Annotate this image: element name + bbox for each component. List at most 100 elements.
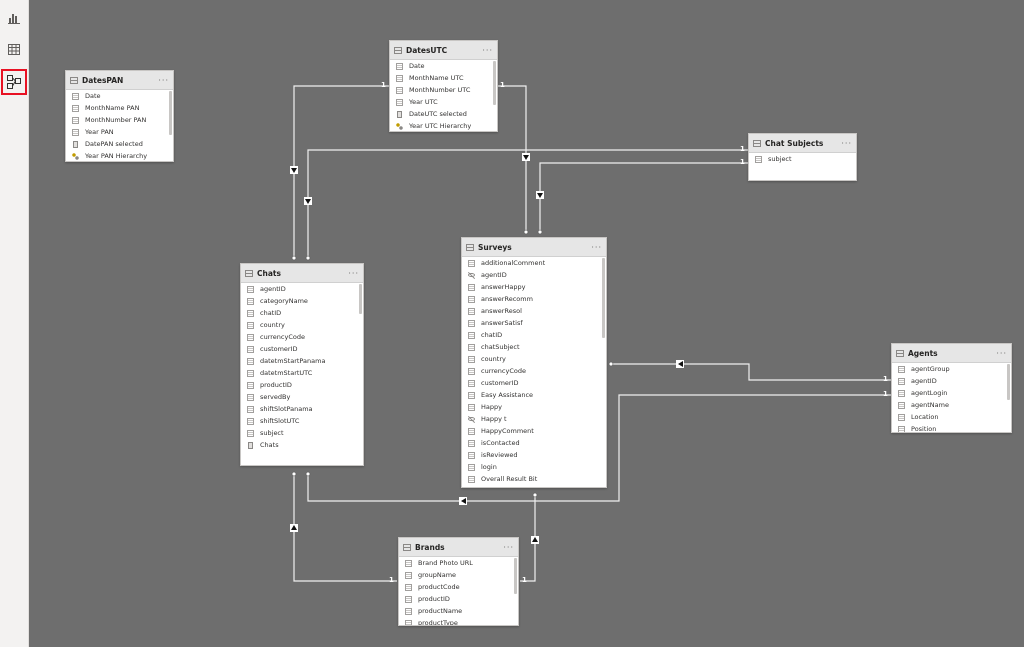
table-header[interactable]: DatesUTC··· — [390, 41, 497, 60]
field-row[interactable]: Year PAN Hierarchy — [66, 150, 173, 161]
field-row[interactable]: DateUTC selected — [390, 108, 497, 120]
field-row[interactable]: HappyComment — [462, 425, 606, 437]
field-row[interactable]: answerResol — [462, 305, 606, 317]
field-row[interactable]: agentID — [892, 375, 1011, 387]
model-view-button[interactable] — [1, 69, 27, 95]
field-row[interactable]: country — [462, 353, 606, 365]
field-row[interactable]: currencyCode — [241, 331, 363, 343]
table-header[interactable]: Agents··· — [892, 344, 1011, 363]
field-row[interactable]: shiftSlotPanama — [241, 403, 363, 415]
field-row[interactable]: customerID — [241, 343, 363, 355]
field-row[interactable]: answerRecomm — [462, 293, 606, 305]
field-row[interactable]: login — [462, 461, 606, 473]
field-row[interactable]: Chats — [241, 439, 363, 451]
field-row[interactable]: Year PAN — [66, 126, 173, 138]
table-header[interactable]: Brands··· — [399, 538, 518, 557]
scrollbar-thumb[interactable] — [493, 61, 496, 105]
field-row[interactable]: country — [241, 319, 363, 331]
table-header[interactable]: Chats··· — [241, 264, 363, 283]
many-end-dot — [291, 471, 297, 477]
field-row[interactable]: Year UTC — [390, 96, 497, 108]
field-row[interactable]: Year UTC Hierarchy — [390, 120, 497, 131]
scrollbar-thumb[interactable] — [359, 284, 362, 314]
field-row[interactable]: additionalComment — [462, 257, 606, 269]
field-row[interactable]: productName — [399, 605, 518, 617]
field-row[interactable]: Easy Assistance — [462, 389, 606, 401]
field-row[interactable]: datetmStartUTC — [241, 367, 363, 379]
field-row[interactable]: Location — [892, 411, 1011, 423]
more-options-button[interactable]: ··· — [158, 75, 169, 85]
column-icon — [468, 367, 475, 375]
field-row[interactable]: Overall Result Bit — [462, 473, 606, 485]
table-icon — [466, 243, 474, 251]
field-row[interactable]: productCode — [399, 581, 518, 593]
field-row[interactable]: Position — [892, 423, 1011, 432]
field-row[interactable]: agentGroup — [892, 363, 1011, 375]
field-row[interactable]: servedBy — [241, 391, 363, 403]
more-options-button[interactable]: ··· — [996, 348, 1007, 358]
field-row[interactable]: datetmStartPanama — [241, 355, 363, 367]
field-row[interactable]: productID — [399, 593, 518, 605]
more-options-button[interactable]: ··· — [841, 138, 852, 148]
field-label: productType — [418, 619, 458, 626]
field-row[interactable]: Happy — [462, 401, 606, 413]
field-label: Date — [409, 62, 425, 70]
report-view-button[interactable] — [4, 8, 24, 28]
field-row[interactable]: Brand Photo URL — [399, 557, 518, 569]
table-header[interactable]: Surveys··· — [462, 238, 606, 257]
scrollbar-thumb[interactable] — [602, 258, 605, 338]
field-row[interactable]: MonthName UTC — [390, 72, 497, 84]
field-row[interactable]: MonthNumber PAN — [66, 114, 173, 126]
field-row[interactable]: MonthName PAN — [66, 102, 173, 114]
more-options-button[interactable]: ··· — [591, 242, 602, 252]
field-row[interactable]: isContacted — [462, 437, 606, 449]
field-row[interactable]: groupName — [399, 569, 518, 581]
field-row[interactable]: agentName — [892, 399, 1011, 411]
column-icon — [468, 379, 475, 387]
field-row[interactable]: agentID — [241, 283, 363, 295]
table-header[interactable]: DatesPAN··· — [66, 71, 173, 90]
data-view-button[interactable] — [4, 39, 24, 59]
field-label: MonthName UTC — [409, 74, 464, 82]
field-row[interactable]: chatSubject — [462, 341, 606, 353]
field-row[interactable]: answerSatisf — [462, 317, 606, 329]
field-row[interactable]: productType — [399, 617, 518, 626]
field-row[interactable]: chatID — [241, 307, 363, 319]
field-row[interactable]: categoryName — [241, 295, 363, 307]
table-header[interactable]: Chat Subjects··· — [749, 134, 856, 153]
field-row[interactable]: isReviewed — [462, 449, 606, 461]
field-label: Year PAN — [85, 128, 114, 136]
field-row[interactable]: agentID — [462, 269, 606, 281]
field-row[interactable]: DatePAN selected — [66, 138, 173, 150]
field-row[interactable]: subject — [241, 427, 363, 439]
scrollbar-thumb[interactable] — [514, 558, 517, 594]
field-row[interactable]: Date — [66, 90, 173, 102]
field-row[interactable]: customerID — [462, 377, 606, 389]
scrollbar-thumb[interactable] — [169, 91, 172, 135]
field-row[interactable]: MonthNumber UTC — [390, 84, 497, 96]
field-label: categoryName — [260, 297, 308, 305]
more-options-button[interactable]: ··· — [503, 542, 514, 552]
field-row[interactable]: Date — [390, 60, 497, 72]
field-row[interactable]: subject — [749, 153, 856, 165]
table-card-chatsubjects[interactable]: Chat Subjects···subject — [748, 133, 857, 181]
field-row[interactable]: shiftSlotUTC — [241, 415, 363, 427]
field-row[interactable]: chatID — [462, 329, 606, 341]
scrollbar-thumb[interactable] — [1007, 364, 1010, 400]
field-row[interactable]: Happy t — [462, 413, 606, 425]
field-row[interactable]: currencyCode — [462, 365, 606, 377]
field-row[interactable]: productID — [241, 379, 363, 391]
more-options-button[interactable]: ··· — [482, 45, 493, 55]
field-label: answerRecomm — [481, 295, 533, 303]
more-options-button[interactable]: ··· — [348, 268, 359, 278]
field-row[interactable]: agentLogin — [892, 387, 1011, 399]
field-row[interactable]: answerHappy — [462, 281, 606, 293]
